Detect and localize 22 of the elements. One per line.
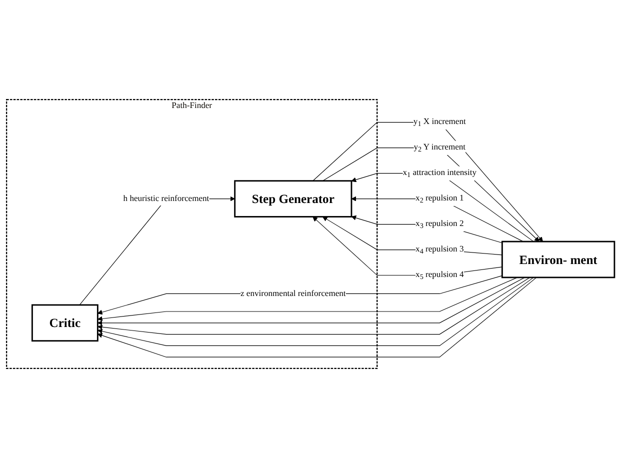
cluster [6, 98, 378, 370]
node-box [234, 180, 352, 218]
node-box [31, 304, 98, 342]
edge-label: y$_{2}$ Y increment [414, 142, 466, 154]
arrow [322, 216, 502, 256]
edge-label: x$_{2}$ repulsion 1 [416, 193, 464, 204]
edge-label: x$_{5}$ repulsion 4 [416, 270, 464, 281]
edge-label: z environmental reinforcement [240, 289, 346, 298]
edge-label: h heuristic reinforcement [123, 194, 210, 204]
arrow [312, 216, 502, 276]
edge-label: x$_{4}$ repulsion 3 [416, 244, 464, 256]
arrow [97, 275, 502, 315]
arrow [322, 148, 540, 242]
arrow [351, 196, 524, 242]
arrow [351, 215, 502, 244]
node-box [501, 240, 616, 278]
edge-label: x$_{3}$ repulsion 2 [416, 218, 464, 230]
edge-label: y$_{1}$ X increment [413, 116, 466, 128]
arrow [97, 277, 530, 335]
edge-label: x$_{1}$ attraction intensity [402, 168, 477, 179]
arrow [351, 173, 534, 242]
arrow [312, 122, 543, 242]
